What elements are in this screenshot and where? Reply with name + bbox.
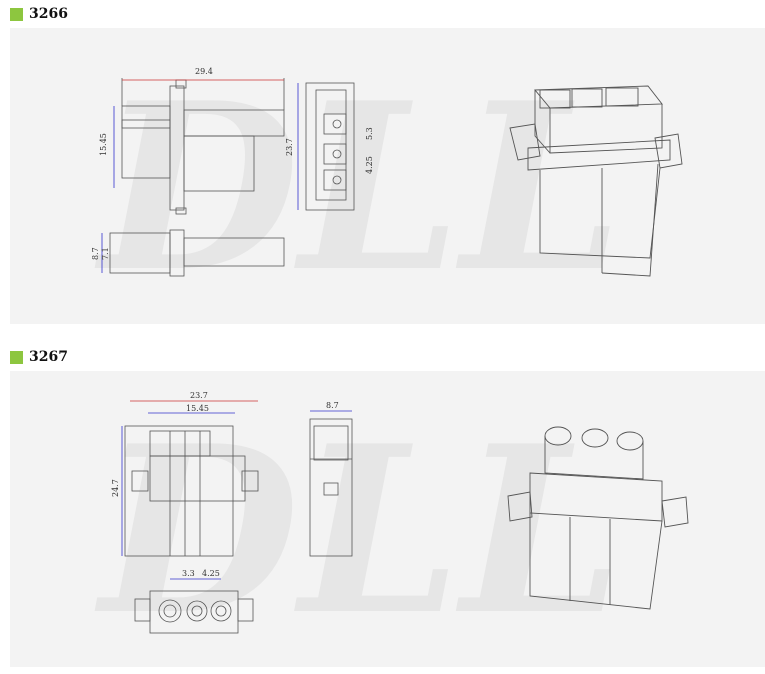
dim-inner-width: 15.45 [186, 404, 209, 413]
bottom-view [134, 578, 254, 634]
top-view [113, 78, 285, 215]
drawing-panel-3267: DLL 23.7 15.45 24.7 8.7 [10, 371, 765, 667]
dim-pitch-a: 3.3 [182, 569, 195, 578]
dim-bottom-a: 8.7 [91, 247, 100, 260]
section-title: 3267 [29, 349, 68, 365]
watermark: DLL [94, 53, 623, 323]
section-title: 3266 [29, 6, 68, 22]
isometric-view [507, 426, 689, 610]
dim-panel-height: 23.7 [285, 138, 294, 156]
side-view [309, 410, 353, 557]
dim-pitch-a: 5.3 [365, 127, 374, 140]
green-square-icon [10, 350, 23, 364]
dim-bottom-b: 7.1 [101, 247, 110, 260]
front-view [297, 82, 355, 211]
dim-side-width: 8.7 [326, 401, 339, 410]
dim-pitch-b: 4.25 [365, 156, 374, 174]
green-square-icon [10, 7, 23, 21]
dim-width: 23.7 [190, 391, 208, 400]
technical-drawing-3266: DLL 29.4 15.45 8.7 7.1 [91, 53, 683, 323]
section-header-3266: 3266 [10, 4, 68, 24]
isometric-view [509, 85, 683, 277]
section-header-3267: 3267 [10, 347, 68, 367]
dim-height: 15.45 [99, 133, 108, 156]
watermark: DLL [94, 396, 623, 666]
dim-width: 29.4 [195, 67, 213, 76]
bottom-view [101, 229, 285, 277]
front-view [121, 400, 259, 557]
dim-pitch-b: 4.25 [202, 569, 220, 578]
technical-drawing-3267: DLL 23.7 15.45 24.7 8.7 [94, 391, 689, 666]
dim-height: 24.7 [111, 479, 120, 497]
drawing-panel-3266: DLL 29.4 15.45 8.7 7.1 [10, 28, 765, 324]
